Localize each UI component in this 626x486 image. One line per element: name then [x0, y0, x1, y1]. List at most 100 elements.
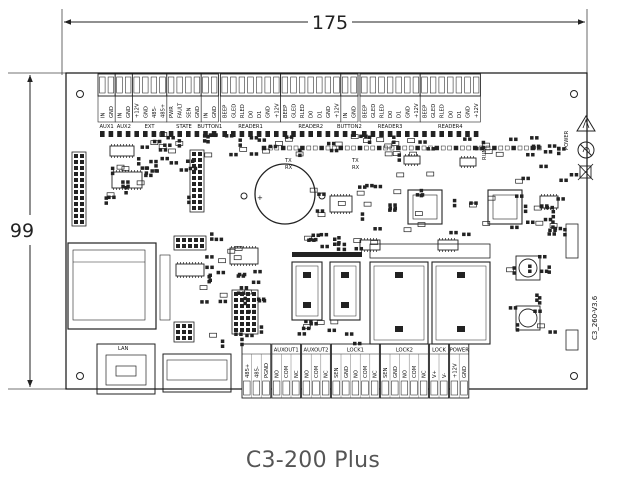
- top-pin-label: SEN: [186, 107, 192, 118]
- board-outline: [65, 72, 588, 390]
- top-pin-label: GND: [126, 106, 132, 118]
- top-pin-label: +12V: [135, 103, 141, 118]
- top-pin-label: D1: [457, 111, 463, 118]
- top-pin-label: GND: [143, 106, 149, 118]
- bottom-group-label: AUXOUT2: [304, 348, 329, 354]
- top-pin-label: BEEP: [283, 105, 289, 118]
- bottom-pin-label: 485-: [254, 366, 260, 378]
- height-dimension: 99: [8, 72, 66, 390]
- top-pin-label: D0: [249, 111, 255, 118]
- top-pin-label: +12V: [474, 103, 480, 118]
- header-left: [71, 151, 87, 227]
- tx-label-1: TX: [284, 158, 292, 164]
- bottom-pin-label: COM: [284, 366, 290, 378]
- top-pin-label: RLED: [380, 104, 386, 118]
- top-pin-label: GND: [266, 106, 272, 118]
- top-group-label: READER3: [378, 124, 403, 130]
- bottom-group-label: LOCK: [432, 348, 446, 354]
- rx-label-1: RX: [285, 165, 293, 171]
- top-pin-label: RLED: [240, 104, 246, 118]
- bottom-pin-label: NC: [422, 370, 428, 378]
- top-pin-label: 485+: [161, 104, 167, 118]
- bottom-pin-label: NO: [275, 370, 281, 378]
- esd-warning-icon: [576, 115, 596, 132]
- top-group-label: READER4: [438, 124, 463, 130]
- bottom-pin-label: COM: [412, 366, 418, 378]
- header-lan-top: [173, 235, 207, 251]
- relay-2: [329, 261, 361, 321]
- bottom-pin-label: NO: [402, 370, 408, 378]
- bottom-pin-label: COM: [314, 366, 320, 378]
- top-pin-label: BEEP: [362, 105, 368, 118]
- top-pin-label: PWR: [169, 106, 175, 118]
- bottom-pin-label: PGND: [264, 363, 270, 378]
- processor-2: [487, 189, 523, 225]
- lan-label: LAN: [118, 346, 129, 352]
- bottom-pin-label: NC: [373, 370, 379, 378]
- top-group-label: AUX1: [99, 124, 113, 130]
- top-pin-label: D1: [317, 111, 323, 118]
- bottom-pin-label: +12V: [452, 363, 458, 378]
- top-pin-label: BEEP: [423, 105, 429, 118]
- height-value: 99: [10, 220, 34, 242]
- relays: [291, 243, 491, 345]
- header-small: [173, 321, 195, 343]
- sd-card-slot: [67, 242, 171, 330]
- top-group-label: STATE: [176, 124, 192, 130]
- components: [71, 132, 579, 351]
- bottom-pin-label: SEN: [334, 367, 340, 378]
- top-pin-label: GND: [109, 106, 115, 118]
- io-header: [162, 353, 232, 393]
- top-pin-label: GND: [326, 106, 332, 118]
- top-pin-label: D0: [309, 111, 315, 118]
- width-value: 175: [312, 12, 348, 34]
- lan-jack: LAN: [96, 343, 156, 395]
- top-pin-label: +12V: [335, 103, 341, 118]
- bottom-pin-label: NO: [353, 370, 359, 378]
- top-pin-label: GLED: [431, 104, 437, 118]
- top-pin-label: FAULT: [178, 102, 184, 118]
- svg-text:+: +: [257, 194, 263, 202]
- top-pin-label: GLED: [231, 104, 237, 118]
- power-led-label: POWER: [564, 130, 570, 150]
- bottom-group-label: AUXOUT1: [274, 348, 299, 354]
- top-pin-label: D1: [257, 111, 263, 118]
- top-group-label: READER1: [238, 124, 263, 130]
- top-pin-label: GLED: [371, 104, 377, 118]
- top-pin-label: GND: [466, 106, 472, 118]
- top-pin-label: IN: [343, 112, 349, 118]
- top-group-label: READER2: [298, 124, 323, 130]
- top-pin-label: IN: [100, 112, 106, 118]
- relay-4: [431, 261, 491, 345]
- top-pin-label: +12V: [414, 103, 420, 118]
- bottom-group-label: POWER: [450, 348, 470, 354]
- top-pin-label: RLED: [300, 104, 306, 118]
- top-pin-label: 485-: [152, 106, 158, 118]
- model-caption: C3-200 Plus: [245, 448, 381, 473]
- tx-label-2: TX: [351, 158, 359, 164]
- top-pin-label: GND: [195, 106, 201, 118]
- coin-battery: +: [240, 163, 326, 225]
- top-group-label: EXT: [145, 124, 156, 130]
- rx-label-2: RX: [352, 165, 360, 171]
- bottom-pin-label: V+: [432, 370, 438, 378]
- bottom-pin-label: V-: [442, 373, 448, 378]
- bottom-group-label: LOCK1: [347, 348, 364, 354]
- bottom-pin-label: NO: [304, 370, 310, 378]
- relay-3: [369, 261, 429, 345]
